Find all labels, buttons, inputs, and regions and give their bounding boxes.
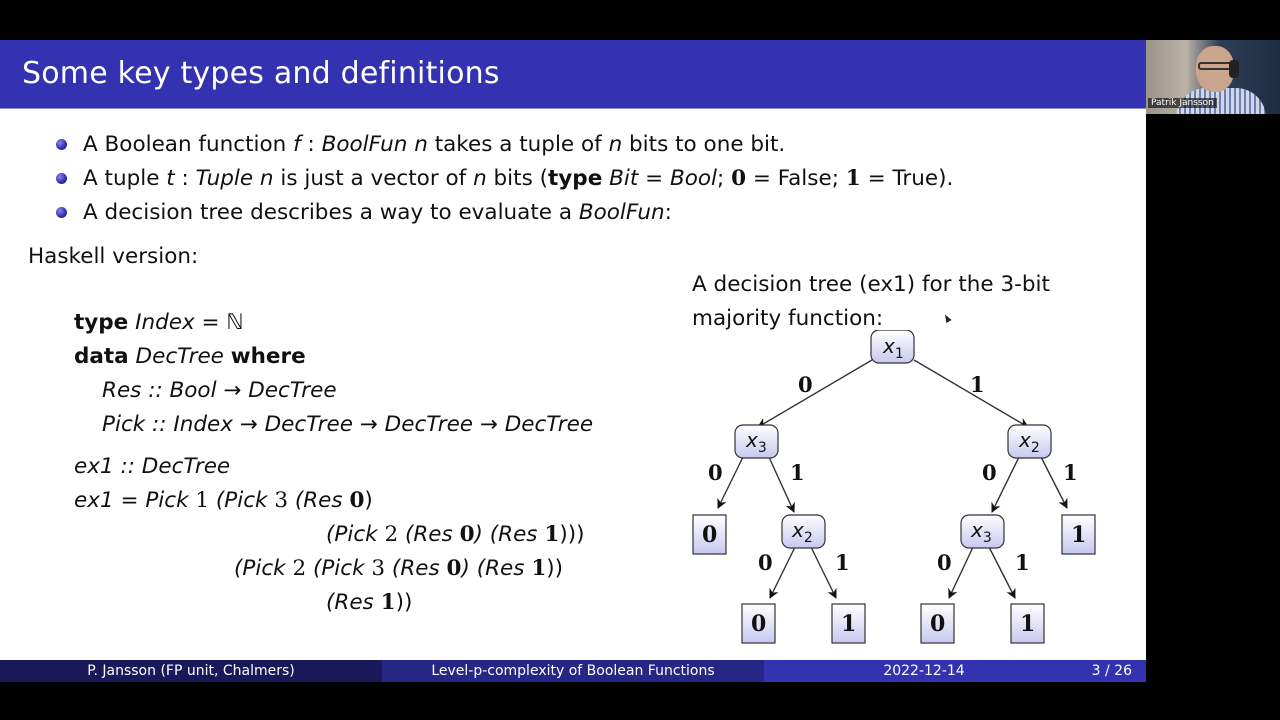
svg-text:1: 1 [841, 611, 856, 637]
tree-leaf: 1 [1061, 514, 1096, 555]
bullet-item: A decision tree describes a way to evalu… [52, 196, 953, 230]
svg-text:0: 0 [930, 611, 945, 637]
code-line-ex1-cont3: (Res 1)) [326, 590, 413, 615]
footer-author: P. Jansson (FP unit, Chalmers) [0, 660, 382, 682]
svg-text:0: 0 [751, 611, 766, 637]
svg-text:0: 0 [708, 460, 723, 485]
code-line-data-dectree: data DecTree where [74, 344, 306, 369]
svg-text:0: 0 [982, 460, 997, 485]
tree-edges [717, 359, 1068, 599]
tree-leaf: 0 [692, 514, 727, 555]
svg-text:1: 1 [1063, 460, 1078, 485]
participant-name-label: Patrik Jansson [1148, 98, 1217, 108]
code-line-ex1-cont2: (Pick 2 (Pick 3 (Res 0) (Res 1)) [234, 556, 564, 581]
bullet-icon [56, 139, 67, 150]
decision-tree-diagram: 0 1 0 1 0 1 0 1 0 1 x1 x3 x2 x2 [692, 330, 1096, 644]
svg-text:1: 1 [835, 550, 850, 575]
svg-text:1: 1 [1020, 611, 1035, 637]
tree-node-x3-inner: x3 [960, 514, 1005, 549]
webcam-glasses [1198, 62, 1232, 70]
code-line-ex1-sig: ex1 :: DecTree [74, 454, 231, 479]
slide-title-bar: Some key types and definitions [0, 40, 1146, 109]
bullet-item: A Boolean function f : BoolFun n takes a… [52, 128, 953, 162]
footer-date: 2022-12-14 [883, 663, 965, 679]
tree-leaf: 0 [741, 603, 776, 644]
code-line-type-index: type Index = ℕ [74, 310, 244, 335]
svg-text:1: 1 [1071, 522, 1086, 548]
svg-text:0: 0 [702, 522, 717, 548]
bullet-list: A Boolean function f : BoolFun n takes a… [52, 128, 953, 230]
footer-date-page: 2022-12-14 3 / 26 [764, 660, 1146, 682]
footer-page-number: 3 / 26 [1091, 663, 1132, 679]
svg-text:1: 1 [790, 460, 805, 485]
presentation-slide: Some key types and definitions A Boolean… [0, 40, 1146, 682]
bullet-item: A tuple t : Tuple n is just a vector of … [52, 162, 953, 196]
bullet-icon [56, 173, 67, 184]
tree-leaf: 0 [920, 603, 955, 644]
tree-leaf: 1 [1010, 603, 1045, 644]
slide-title: Some key types and definitions [22, 56, 500, 91]
webcam-thumbnail[interactable]: Patrik Jansson [1146, 40, 1280, 114]
bullet-icon [56, 207, 67, 218]
slide-footer: P. Jansson (FP unit, Chalmers) Level-p-c… [0, 660, 1146, 682]
svg-text:1: 1 [970, 372, 985, 397]
svg-text:0: 0 [758, 550, 773, 575]
svg-text:0: 0 [937, 550, 952, 575]
code-line-pick: Pick :: Index → DecTree → DecTree → DecT… [102, 412, 594, 437]
tree-leaf: 1 [831, 603, 866, 644]
headset-icon [1229, 60, 1239, 78]
svg-text:1: 1 [1015, 550, 1030, 575]
edge-labels: 0 1 0 1 0 1 0 1 0 1 [708, 372, 1078, 575]
tree-node-x2-inner: x2 [781, 514, 826, 549]
tree-node-x3-left: x3 [734, 424, 779, 459]
code-line-res: Res :: Bool → DecTree [102, 378, 337, 403]
haskell-version-label: Haskell version: [28, 244, 199, 269]
tree-node-x2-right: x2 [1007, 424, 1052, 459]
svg-text:0: 0 [798, 372, 813, 397]
tree-node-root: x1 [870, 330, 915, 364]
code-line-ex1-cont1: (Pick 2 (Res 0) (Res 1))) [326, 522, 585, 547]
code-line-ex1-def: ex1 = Pick 1 (Pick 3 (Res 0) [74, 488, 373, 513]
footer-talk-title: Level-p-complexity of Boolean Functions [382, 660, 764, 682]
tree-caption: A decision tree (ex1) for the 3-bit majo… [692, 272, 1050, 331]
